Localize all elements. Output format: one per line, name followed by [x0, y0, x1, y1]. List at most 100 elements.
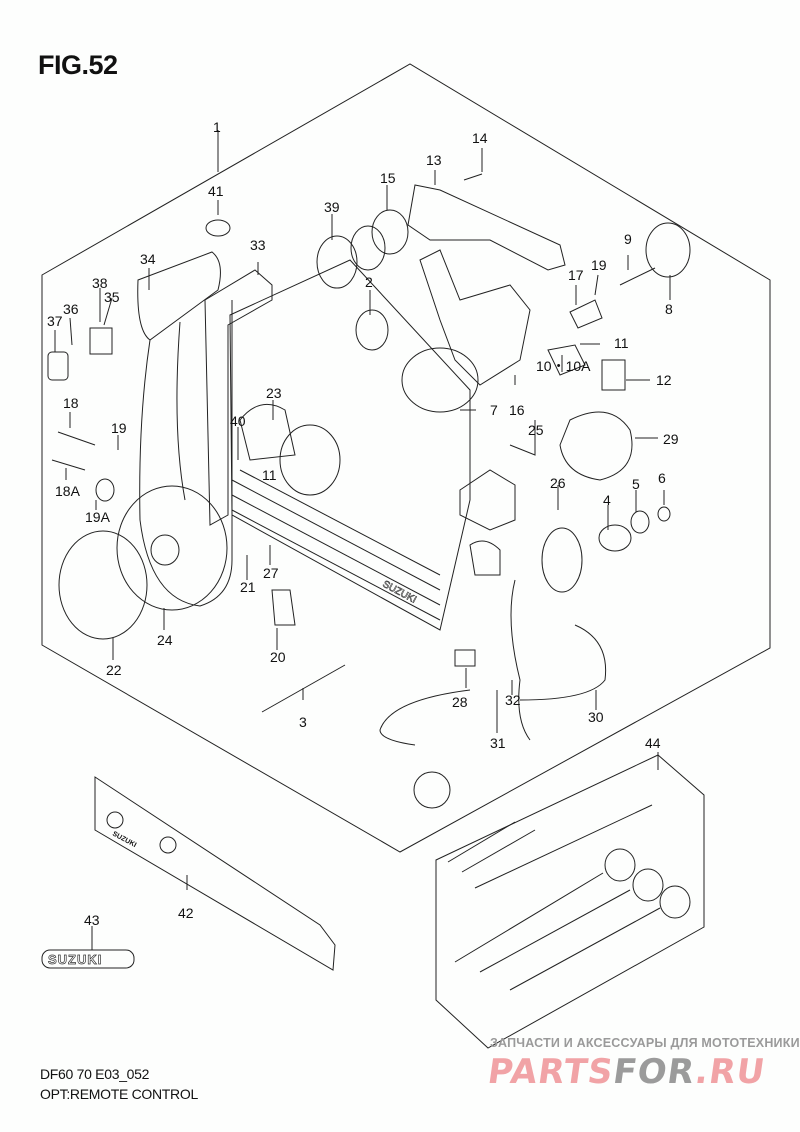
- callout-35[interactable]: 35: [104, 289, 120, 305]
- callout-32[interactable]: 32: [505, 692, 521, 708]
- harness-30: [519, 624, 607, 701]
- part-10: [547, 344, 586, 376]
- callout-22[interactable]: 22: [106, 662, 122, 678]
- trim-emblem-text: SUZUKI: [111, 831, 137, 849]
- part-29: [559, 411, 633, 481]
- callout-38[interactable]: 38: [92, 275, 108, 291]
- callout-24[interactable]: 24: [157, 632, 173, 648]
- callout-18a[interactable]: 18A: [55, 483, 81, 499]
- lanyard-32: [510, 579, 531, 741]
- housing: [229, 259, 471, 631]
- callout-43[interactable]: 43: [84, 912, 100, 928]
- callout-30[interactable]: 30: [588, 709, 604, 725]
- harness-connector: [379, 689, 471, 746]
- callout-23[interactable]: 23: [266, 385, 282, 401]
- callout-19-right[interactable]: 19: [591, 257, 607, 273]
- section-name: OPT:REMOTE CONTROL: [40, 1086, 198, 1102]
- watermark-logo-ru: .RU: [692, 1052, 768, 1092]
- part-41: [205, 219, 231, 237]
- part-20: [271, 589, 296, 626]
- callout-36[interactable]: 36: [63, 301, 79, 317]
- callout-13[interactable]: 13: [426, 152, 442, 168]
- part-18: [57, 431, 96, 446]
- kit-tie-2: [461, 829, 536, 873]
- callout-27[interactable]: 27: [263, 565, 279, 581]
- badge-43-text: SUZUKI: [48, 952, 102, 967]
- callout-10-10a[interactable]: 10・10A: [536, 358, 591, 374]
- callout-4[interactable]: 4: [603, 492, 611, 508]
- callout-29[interactable]: 29: [663, 431, 679, 447]
- part-18a: [51, 459, 86, 471]
- callout-21[interactable]: 21: [240, 579, 256, 595]
- callout-31[interactable]: 31: [490, 735, 506, 751]
- part-8: [645, 222, 691, 278]
- kit-bolt-1: [454, 872, 604, 963]
- part-28: [454, 649, 476, 667]
- callout-6[interactable]: 6: [658, 470, 666, 486]
- callout-20[interactable]: 20: [270, 649, 286, 665]
- part-16: [419, 249, 531, 386]
- callout-33[interactable]: 33: [250, 237, 266, 253]
- stop-switch-31: [469, 540, 501, 576]
- part-4: [598, 524, 632, 552]
- callout-11-left[interactable]: 11: [262, 467, 277, 483]
- part-2: [355, 309, 389, 351]
- callout-28[interactable]: 28: [452, 694, 468, 710]
- callout-1[interactable]: 1: [213, 119, 221, 135]
- part-39: [316, 235, 358, 289]
- kit-tie-1: [447, 821, 516, 863]
- callout-41[interactable]: 41: [208, 183, 224, 199]
- leader-lines: [54, 130, 671, 950]
- part-14: [463, 173, 483, 181]
- badge-43: [41, 949, 135, 969]
- part-13: [407, 184, 566, 271]
- callout-40[interactable]: 40: [230, 413, 246, 429]
- callout-14[interactable]: 14: [472, 130, 488, 146]
- part-35: [89, 327, 113, 355]
- watermark-tagline: ЗАПЧАСТИ И АКСЕССУАРЫ ДЛЯ МОТОТЕХНИКИ: [490, 1036, 800, 1050]
- kit-spacer-1: [604, 848, 636, 882]
- callout-34[interactable]: 34: [140, 251, 156, 267]
- watermark-logo: PARTSFOR.RU: [485, 1052, 768, 1092]
- callout-42[interactable]: 42: [178, 905, 194, 921]
- callout-9[interactable]: 9: [624, 231, 632, 247]
- callout-25[interactable]: 25: [528, 422, 544, 438]
- kit-bolt-3: [509, 907, 661, 991]
- kit-bolt-2: [479, 889, 631, 973]
- callout-5[interactable]: 5: [632, 476, 640, 492]
- callout-8[interactable]: 8: [665, 301, 673, 317]
- callout-17[interactable]: 17: [568, 267, 584, 283]
- callout-16[interactable]: 16: [509, 402, 525, 418]
- cover-22: [58, 530, 148, 640]
- callout-19-left[interactable]: 19: [111, 420, 127, 436]
- part-7: [401, 347, 479, 413]
- callout-15[interactable]: 15: [380, 170, 396, 186]
- part-23: [239, 403, 296, 461]
- callout-44[interactable]: 44: [645, 735, 661, 751]
- callout-12[interactable]: 12: [656, 372, 672, 388]
- callout-11-right[interactable]: 11: [614, 335, 629, 351]
- callout-7[interactable]: 7: [490, 402, 498, 418]
- part-9: [619, 267, 656, 286]
- part-5: [630, 510, 650, 534]
- callout-37[interactable]: 37: [47, 313, 63, 329]
- callout-2[interactable]: 2: [365, 274, 373, 290]
- callout-18[interactable]: 18: [63, 395, 79, 411]
- trim-42: [94, 776, 336, 971]
- callout-26[interactable]: 26: [550, 475, 566, 491]
- watermark-logo-for: FOR: [610, 1052, 699, 1092]
- callout-3[interactable]: 3: [299, 714, 307, 730]
- control-lever: [116, 251, 233, 611]
- part-23b: [279, 424, 341, 496]
- part-17: [569, 299, 603, 329]
- part-ring-39b: [350, 225, 386, 271]
- part-12: [601, 359, 626, 391]
- callout-19a[interactable]: 19A: [85, 509, 111, 525]
- part-19a: [95, 478, 115, 502]
- kit-frame: [435, 754, 705, 1049]
- key-26: [541, 527, 583, 593]
- watermark-logo-parts: PARTS: [485, 1052, 617, 1092]
- callout-39[interactable]: 39: [324, 199, 340, 215]
- key-switch-25: [459, 469, 516, 531]
